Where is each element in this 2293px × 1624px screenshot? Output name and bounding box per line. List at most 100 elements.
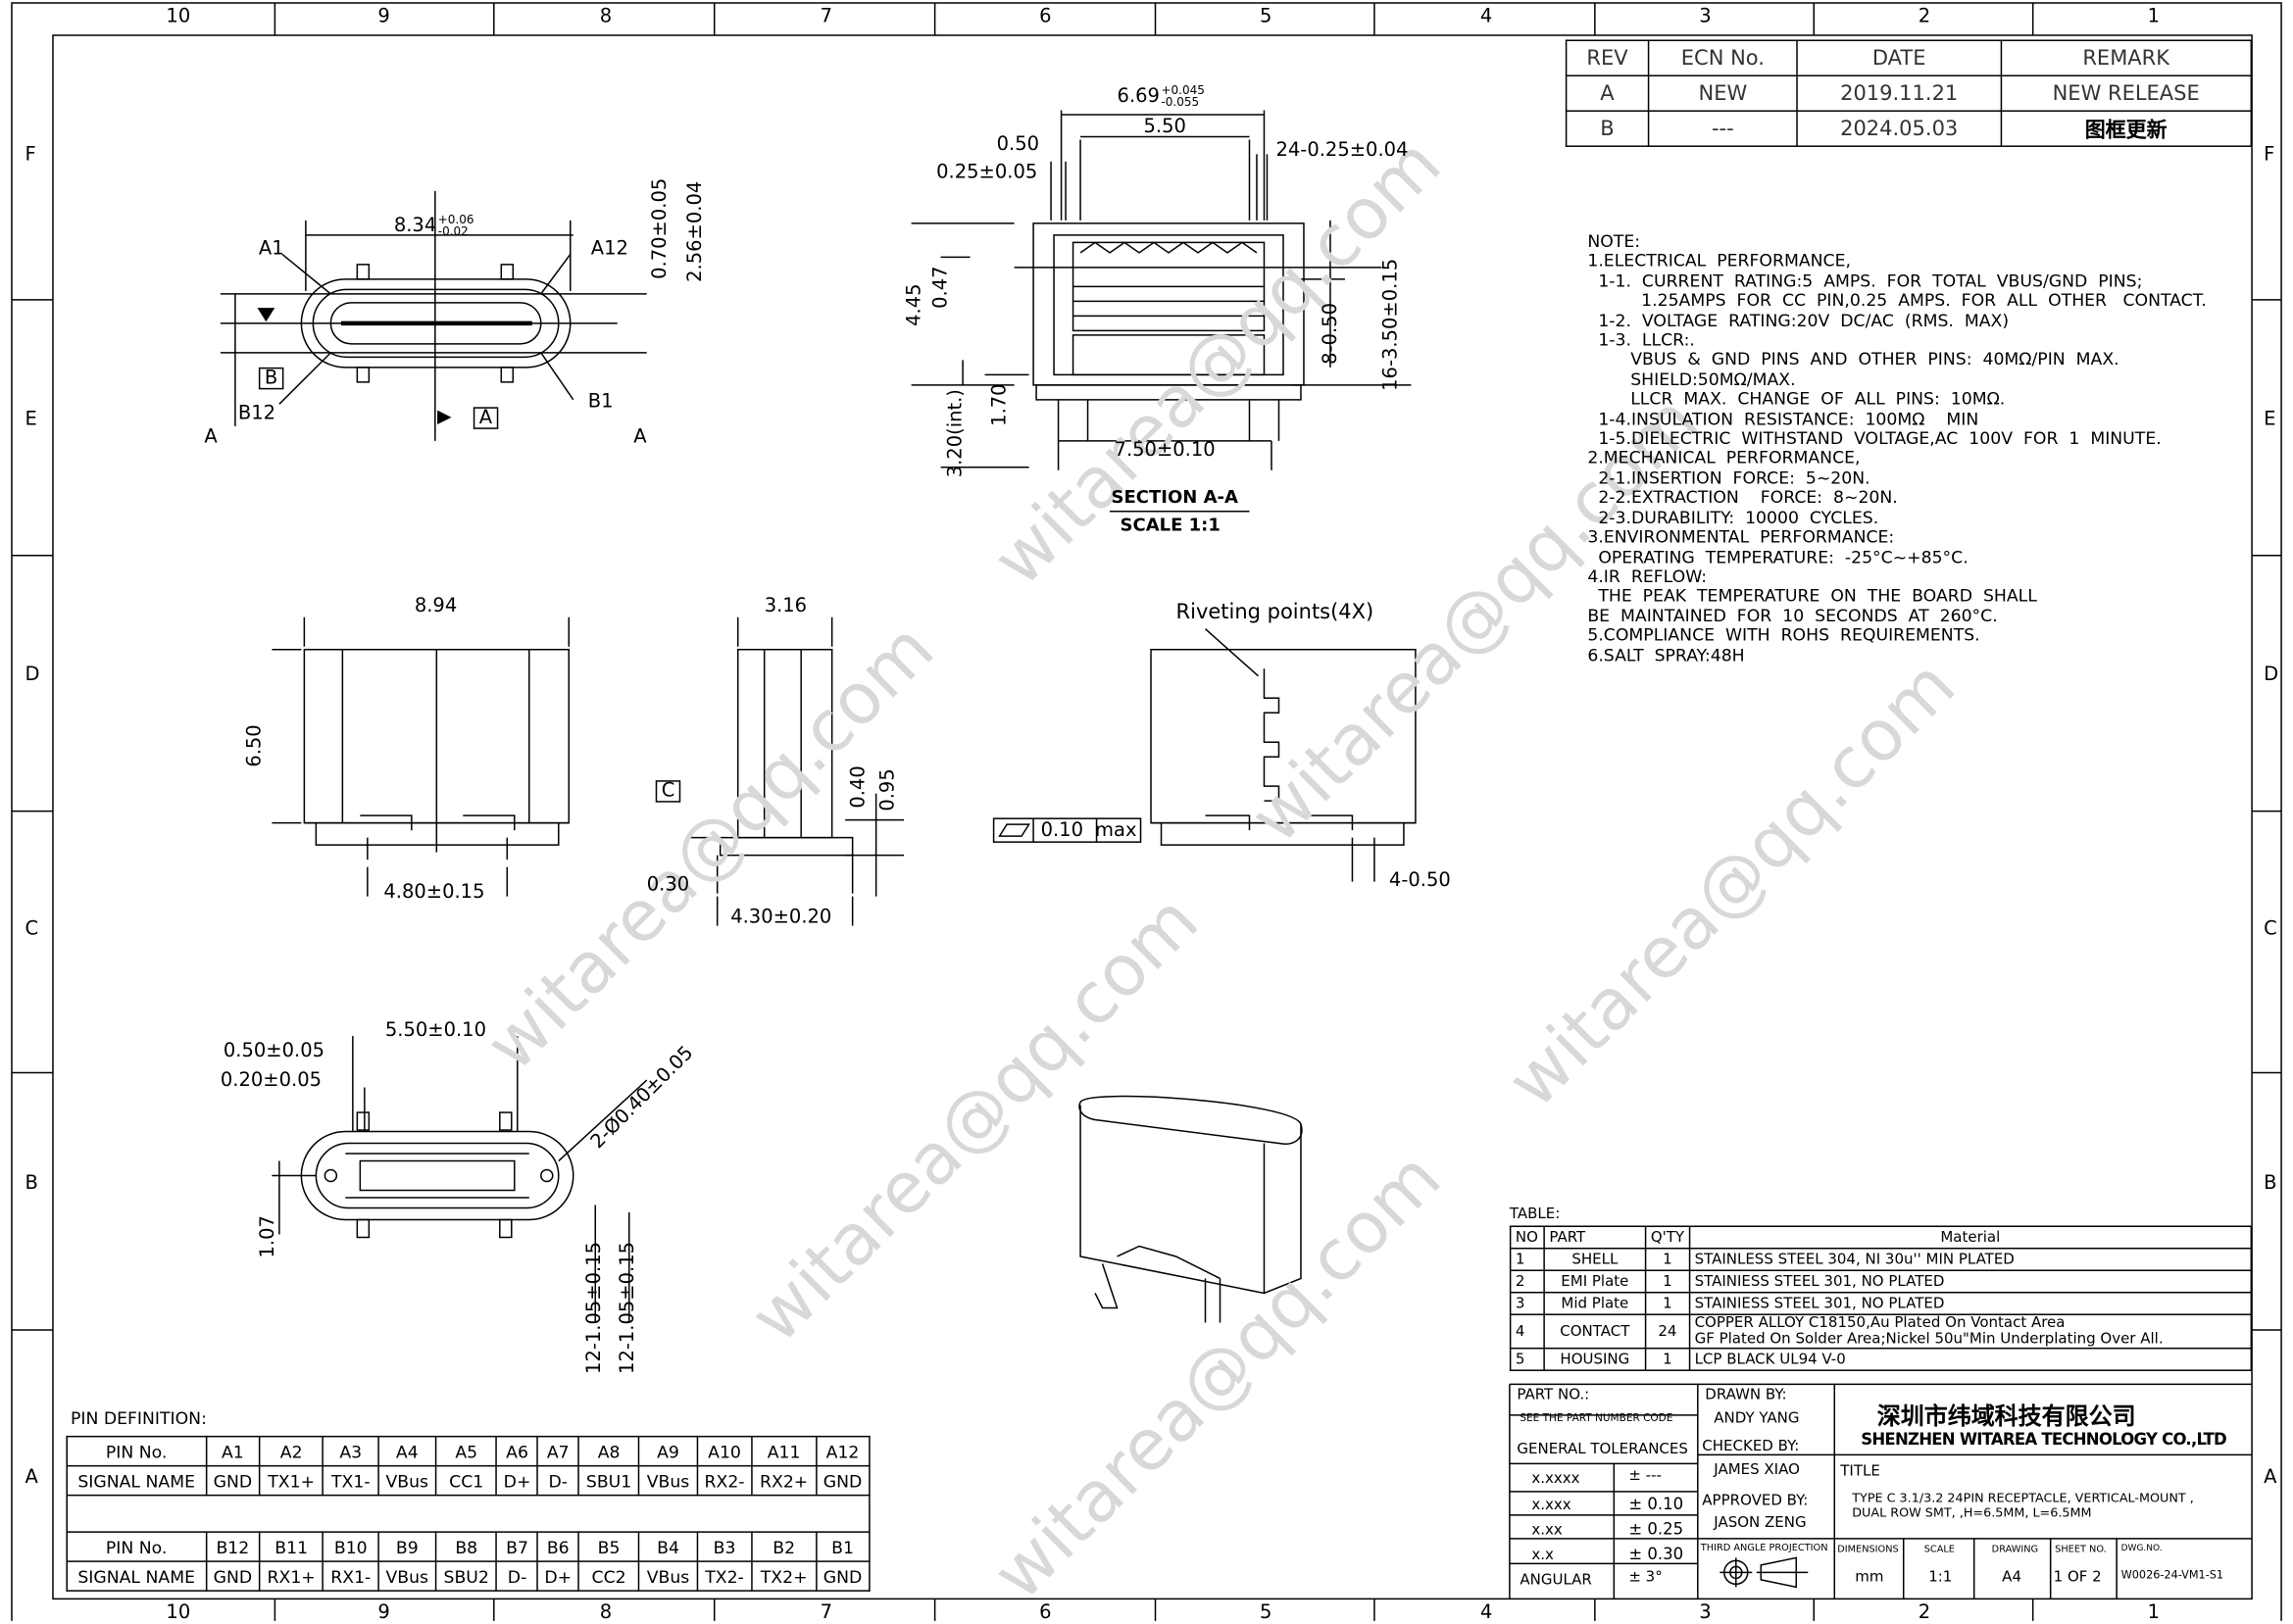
note-line: 1-4.INSULATION RESISTANCE: 100MΩ MIN <box>1587 408 1979 429</box>
riveting-points-label: Riveting points(4X) <box>1175 601 1374 625</box>
pin-cell: GND <box>205 1560 261 1592</box>
dim-0-50: 0.50 <box>996 133 1040 156</box>
pin-cell: A5 <box>434 1435 498 1467</box>
approved-by-label: APPROVED BY: <box>1702 1493 1809 1509</box>
pin-cell: A3 <box>322 1435 379 1467</box>
col-label: 3 <box>1699 5 1712 28</box>
pin-cell: B12 <box>205 1531 261 1562</box>
col-label: 6 <box>1039 5 1052 28</box>
note-line: 1.ELECTRICAL PERFORMANCE, <box>1587 250 1851 271</box>
note-line: 4.IR REFLOW: <box>1587 566 1708 587</box>
pin-cell: SBU1 <box>577 1464 640 1497</box>
rev-cell: 图框更新 <box>2000 110 2253 147</box>
pin-label-a12: A12 <box>590 237 628 261</box>
row-label: SIGNAL NAME <box>66 1464 207 1497</box>
col-label: 5 <box>1259 5 1272 28</box>
pin-label-b1: B1 <box>587 390 614 414</box>
dim-bottom-0-20: 0.20±0.05 <box>220 1069 323 1093</box>
rev-cell: --- <box>1647 110 1799 147</box>
section-scale: SCALE 1:1 <box>1120 514 1221 535</box>
material-cell: Mid Plate <box>1543 1291 1647 1315</box>
note-line: VBUS & GND PINS AND OTHER PINS: 40MΩ/PIN… <box>1587 349 2119 370</box>
header-cell: PART <box>1543 1225 1647 1250</box>
pin-cell: D- <box>536 1464 579 1497</box>
material-cell: LCP BLACK UL94 V-0 <box>1688 1347 2253 1371</box>
pin-cell: RX1+ <box>258 1560 324 1592</box>
drawing-title-line1: TYPE C 3.1/3.2 24PIN RECEPTACLE, VERTICA… <box>1852 1491 2194 1506</box>
col-label: 4 <box>1479 5 1493 28</box>
scale-value: 1:1 <box>1928 1569 1953 1586</box>
material-text: COPPER ALLOY C18150,Au Plated On Vontact… <box>1694 1314 2066 1332</box>
row-label: D <box>25 664 40 687</box>
dim-7-50: 7.50±0.10 <box>1114 439 1216 462</box>
dim-16-3-50: 16-3.50±0.15 <box>1379 258 1403 391</box>
pin-cell: D+ <box>495 1464 539 1497</box>
rev-cell: 2019.11.21 <box>1796 74 2002 112</box>
title-block-lines <box>1509 1383 2253 1599</box>
col-label: 2 <box>1918 5 1931 28</box>
col-label: 3 <box>1699 1601 1712 1624</box>
row-label: E <box>25 408 37 431</box>
col-label: 8 <box>599 1601 613 1624</box>
dim-4-30: 4.30±0.20 <box>730 907 832 929</box>
dim-3-16: 3.16 <box>764 595 808 617</box>
tolerances-label: GENERAL TOLERANCES <box>1517 1441 1688 1458</box>
note-line: 2-2.EXTRACTION FORCE: 8~20N. <box>1587 486 1898 508</box>
part-no-value: SEE THE PART NUMBER CODE <box>1520 1411 1673 1424</box>
pin-cell: TX1+ <box>258 1464 324 1497</box>
sheet-no-value: 1 OF 2 <box>2053 1569 2102 1586</box>
tolerance-format: x.x <box>1531 1547 1554 1564</box>
pin-cell: VBus <box>638 1464 698 1497</box>
pin-cell: A4 <box>377 1435 437 1467</box>
material-cell: 1 <box>1644 1291 1691 1315</box>
title-label: TITLE <box>1840 1463 1880 1480</box>
dim-4-45: 4.45 <box>904 283 926 326</box>
pin-cell: SBU2 <box>434 1560 498 1592</box>
pin-cell: D- <box>495 1560 539 1592</box>
material-text: STAINIESS STEEL 301, NO PLATED <box>1694 1273 1945 1290</box>
pin-cell: RX1- <box>322 1560 379 1592</box>
dwg-no-value: W0026-24-VM1-S1 <box>2120 1567 2224 1582</box>
section-title: SECTION A-A <box>1111 486 1238 508</box>
dim-8-94: 8.94 <box>414 595 458 617</box>
dim-0-95: 0.95 <box>877 768 900 812</box>
dim-4-0-50: 4-0.50 <box>1388 869 1451 893</box>
dim-bottom-5-50: 5.50±0.10 <box>384 1019 486 1043</box>
row-label: C <box>2264 918 2277 941</box>
header-cell: NO <box>1509 1225 1545 1250</box>
rev-header: REV <box>1565 39 1650 76</box>
col-label: 2 <box>1918 1601 1931 1624</box>
material-cell: 3 <box>1509 1291 1545 1315</box>
dim-0-70: 0.70±0.05 <box>649 177 673 279</box>
note-line: BE MAINTAINED FOR 10 SECONDS AT 260°C. <box>1587 605 1998 626</box>
rev-cell: A <box>1565 74 1650 112</box>
pin-cell: RX2+ <box>751 1464 817 1497</box>
dim-4-80: 4.80±0.15 <box>383 881 485 905</box>
row-label: A <box>2264 1466 2277 1489</box>
material-text: STAINIESS STEEL 301, NO PLATED <box>1694 1295 1945 1312</box>
isometric-view-drawing <box>1078 1095 1303 1323</box>
pin-cell: B8 <box>434 1531 498 1562</box>
pin-cell: VBus <box>377 1464 437 1497</box>
projection-label: THIRD ANGLE PROJECTION <box>1700 1541 1828 1553</box>
col-label: 7 <box>820 5 833 28</box>
drawing-title-line2: DUAL ROW SMT, ,H=6.5MM, L=6.5MM <box>1852 1505 2092 1521</box>
pin-cell: GND <box>815 1560 871 1592</box>
pin-cell: D+ <box>536 1560 579 1592</box>
pin-cell: B2 <box>751 1531 817 1562</box>
pin-cell: B3 <box>696 1531 753 1562</box>
dim-12-1-05: 12-1.05±0.15 <box>583 1241 606 1374</box>
section-marker-a: A <box>204 425 218 449</box>
datum-b: B <box>258 367 284 390</box>
pin-cell: A10 <box>696 1435 753 1467</box>
pin-cell: A6 <box>495 1435 539 1467</box>
col-label: 7 <box>820 1601 833 1624</box>
note-line: 1.25AMPS FOR CC PIN,0.25 AMPS. FOR ALL O… <box>1587 289 2207 311</box>
material-cell: CONTACT <box>1543 1313 1647 1350</box>
